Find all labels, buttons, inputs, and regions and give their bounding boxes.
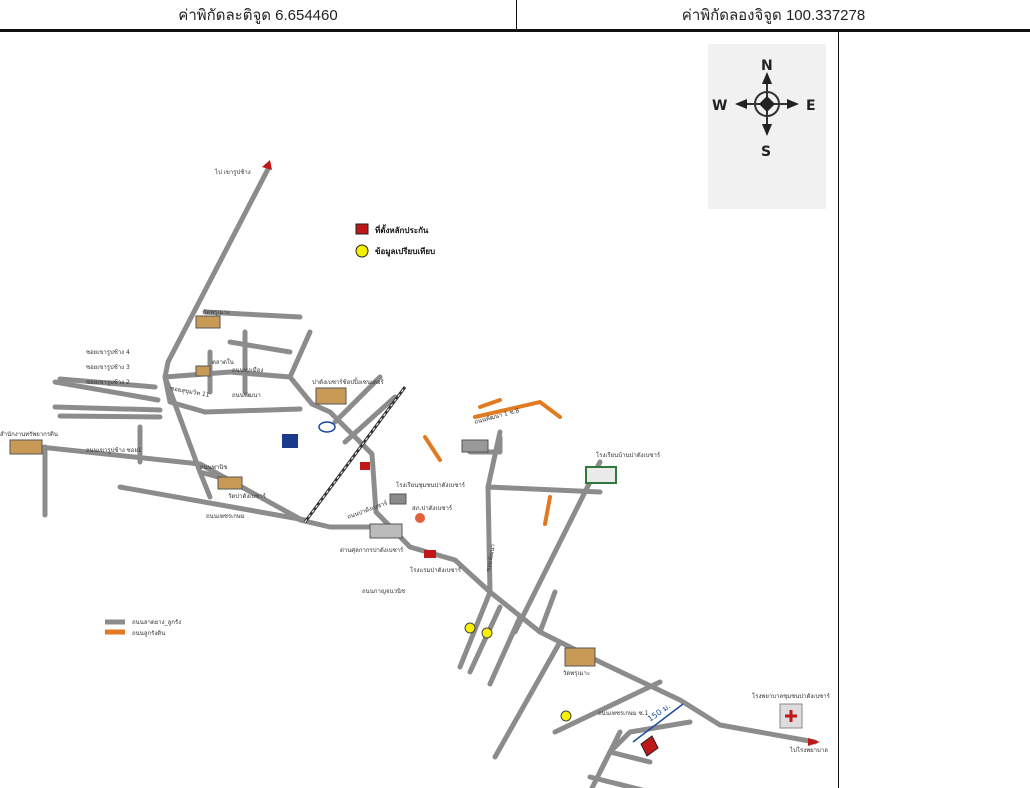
hospital-arrow-icon (808, 738, 820, 746)
comparison-points (464, 622, 572, 722)
label-road-12: ถนนเพชรเกษม ซ.1 (598, 710, 649, 717)
label-bank: ปาดังเบซาร์ช้อปปิ้งเซนเตอร์ (312, 376, 385, 386)
railway (303, 386, 407, 523)
compass-north: N (761, 58, 773, 74)
legend-comparison: ข้อมูลเปรียบเทียบ (375, 246, 435, 257)
label-market: ตลาดใน (212, 358, 234, 366)
shop-icon (360, 462, 370, 470)
label-temple-2: วัดพรุเมาะ (563, 670, 590, 677)
label-gov-office: สำนักงานทรัพยากรดิน (0, 431, 58, 438)
compass-west: W (712, 98, 727, 114)
label-road-4: ซอยสุขุมวิท 11 (170, 385, 211, 399)
bank-icon (282, 434, 298, 448)
label-road-5: ถนนเขารูปช้าง ซอย1 (86, 447, 142, 454)
compass-rose: N S W E (708, 44, 826, 209)
district-icon (415, 513, 425, 523)
map-canvas: N S W E (0, 44, 831, 788)
legend-laterite-road: ถนนลูกรังดิน (132, 630, 165, 637)
compass-south: S (761, 144, 771, 160)
label-road-7: ถนนพัฒนา (232, 392, 261, 399)
compass-east: E (806, 98, 816, 114)
label-road-2: ซอยเขารูปช้าง 3 (86, 364, 130, 371)
label-mosque: วัดปาดังเบซาร์ (228, 492, 267, 500)
label-temple: วัดพรุเมาะ (203, 309, 230, 316)
side-panel (839, 32, 1030, 788)
temple-icon (195, 315, 221, 329)
label-school-top: โรงเรียนบ้านปาดังเบซาร์ (596, 451, 661, 459)
main-roads (37, 166, 818, 788)
label-hotel: โรงแรมปาดังเบซาร์ (410, 566, 462, 574)
coordinates-header: ค่าพิกัดละติจูด 6.654460 ค่าพิกัดลองจิจู… (0, 0, 1030, 32)
shopping-center-icon (315, 387, 347, 405)
gov-office-icon (9, 439, 43, 455)
market-icon (195, 365, 211, 377)
school-top-icon (585, 466, 617, 484)
location-map: N S W E (0, 32, 839, 788)
legend-collateral: ที่ตั้งหลักประกัน (375, 224, 429, 235)
label-road-main: ถนนกาญจนวนิช (362, 588, 405, 595)
building-icon (461, 439, 489, 453)
label-school-mid: โรงเรียนชุมชนปาดังเบซาร์ (396, 481, 466, 489)
road-legend: ถนนลาดยาง_ลูกรัง ถนนลูกรังดิน (105, 619, 181, 637)
label-road-3: ซอยเขารูปช้าง 2 (86, 379, 130, 386)
mosque-icon (217, 476, 243, 490)
label-customs: ด่านศุลกากรปาดังเบซาร์ (340, 546, 404, 554)
label-road-8: ถนนพานิช (200, 464, 227, 471)
legend-main-road: ถนนลาดยาง_ลูกรัง (132, 619, 181, 626)
label-district: สภ.ปาดังเบซาร์ (412, 504, 453, 512)
label-road-1: ซอยเขารูปช้าง 4 (86, 349, 130, 356)
label-road-6: ถนนทุ่งเมือง (232, 366, 263, 374)
map-legend: ที่ตั้งหลักประกัน ข้อมูลเปรียบเทียบ (355, 223, 435, 258)
temple-2-icon (564, 647, 596, 667)
label-to-hospital: ไปโรงพยาบาล (789, 746, 828, 754)
esso-icon (318, 421, 336, 433)
label-road-11: ซอยพัฒนา (485, 544, 497, 573)
north-arrow-icon (262, 160, 272, 170)
distance-label: 150 ม. (646, 702, 672, 724)
label-to-north: ไป เขารูปช้าง (214, 168, 251, 176)
label-hospital: โรงพยาบาลชุมชนปาดังเบซาร์ (752, 692, 831, 700)
school-mid-icon (389, 493, 407, 505)
label-road-9: ถนนเพชรเกษม (206, 513, 245, 520)
laterite-roads (423, 398, 562, 526)
longitude-label: ค่าพิกัดลองจิจูด 100.337278 (681, 7, 866, 24)
customs-icon (369, 523, 403, 539)
landmark-icons (9, 160, 820, 746)
latitude-label: ค่าพิกัดละติจูด 6.654460 (0, 0, 517, 30)
hotel-icon (424, 550, 436, 558)
